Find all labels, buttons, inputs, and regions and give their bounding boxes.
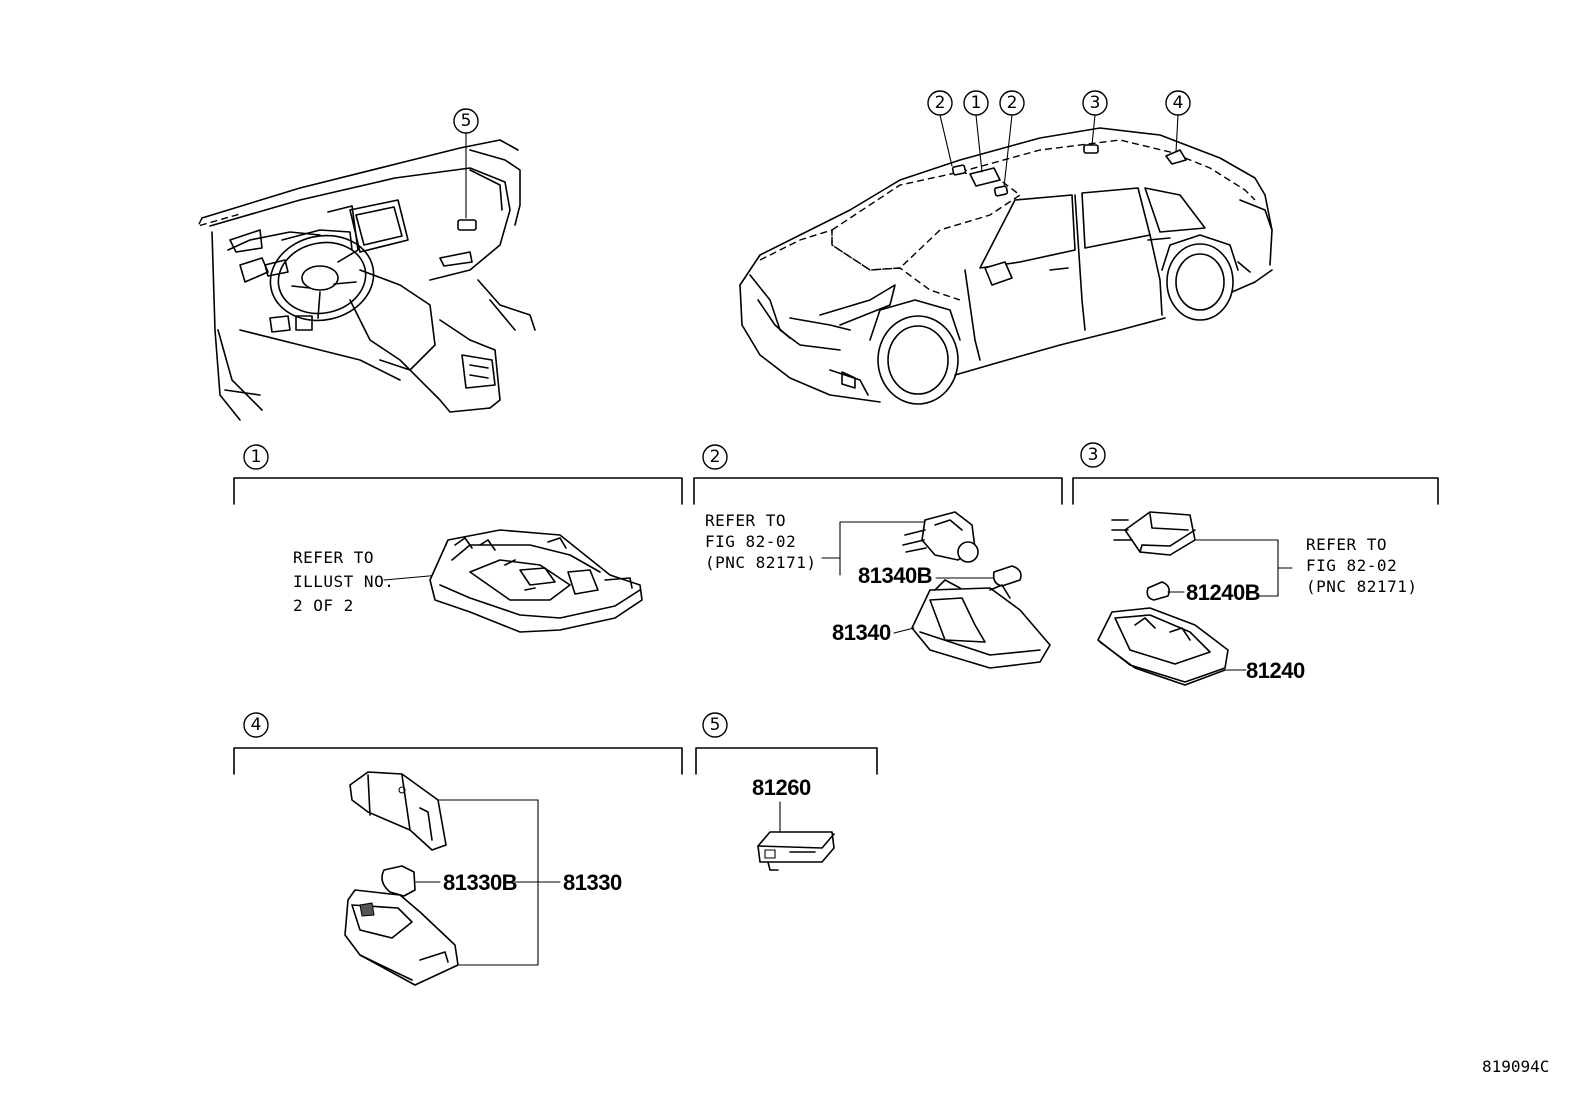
svg-text:FIG 82-02: FIG 82-02 xyxy=(1306,556,1397,575)
svg-text:81340B: 81340B xyxy=(858,563,932,588)
callout-5-interior: 5 xyxy=(453,108,479,219)
svg-text:81260: 81260 xyxy=(752,775,811,800)
svg-text:REFER TO: REFER TO xyxy=(705,511,786,530)
section-2-map-lamp: 2 REFER TO FIG 82-02 (PNC 82171) 81340B … xyxy=(693,444,1063,669)
callout-2-left: 2 xyxy=(927,90,953,167)
svg-text:81330: 81330 xyxy=(563,870,622,895)
svg-text:3: 3 xyxy=(1090,93,1101,113)
section-4-luggage-lamp: 4 81330B 81330 xyxy=(233,712,683,986)
svg-text:ILLUST NO.: ILLUST NO. xyxy=(293,572,394,591)
svg-text:2 OF 2: 2 OF 2 xyxy=(293,596,354,615)
svg-text:81340: 81340 xyxy=(832,620,891,645)
luggage-lamp-housing xyxy=(344,889,459,986)
svg-text:5: 5 xyxy=(710,715,721,735)
svg-text:81330B: 81330B xyxy=(443,870,517,895)
bulb-81340b xyxy=(935,565,1022,587)
callout-2-right: 2 xyxy=(999,90,1025,188)
svg-text:4: 4 xyxy=(1173,93,1184,113)
svg-text:81240B: 81240B xyxy=(1186,580,1260,605)
map-lamp-housing-81340 xyxy=(911,579,1051,669)
svg-text:1: 1 xyxy=(251,447,262,467)
roof-console-lamp-assembly xyxy=(429,529,643,633)
room-lamp-housing-81240 xyxy=(1097,607,1229,686)
bulb-81330b xyxy=(381,865,441,897)
section-3-room-lamp: 3 REFER TO FIG 82-02 (PNC 82171) 81240B … xyxy=(1072,442,1439,686)
svg-text:5: 5 xyxy=(461,111,472,131)
bulb-81240b xyxy=(1146,581,1185,601)
callout-3: 3 xyxy=(1082,90,1108,146)
illustration-code: 819094C xyxy=(1482,1057,1549,1076)
svg-text:1: 1 xyxy=(971,93,982,113)
svg-text:(PNC 82171): (PNC 82171) xyxy=(705,553,816,572)
svg-text:2: 2 xyxy=(935,93,946,113)
svg-text:2: 2 xyxy=(1007,93,1018,113)
svg-text:81240: 81240 xyxy=(1246,658,1305,683)
callout-1: 1 xyxy=(963,90,989,173)
svg-text:REFER TO: REFER TO xyxy=(293,548,374,567)
section-1-roof-console-lamp: 1 REFER TO ILLUST NO. 2 OF 2 xyxy=(233,444,683,633)
svg-text:2: 2 xyxy=(710,447,721,467)
interior-dashboard-illustration xyxy=(197,139,536,421)
room-lamp-connector-module xyxy=(1111,511,1196,556)
luggage-lamp-cover xyxy=(349,771,447,851)
section-5-switch: 5 81260 xyxy=(695,712,878,871)
callout-4: 4 xyxy=(1165,90,1191,153)
svg-text:3: 3 xyxy=(1088,445,1099,465)
vehicle-illustration xyxy=(739,127,1273,405)
svg-text:REFER TO: REFER TO xyxy=(1306,535,1387,554)
switch-81260 xyxy=(757,831,835,871)
svg-text:4: 4 xyxy=(251,715,262,735)
svg-text:(PNC 82171): (PNC 82171) xyxy=(1306,577,1417,596)
svg-text:FIG 82-02: FIG 82-02 xyxy=(705,532,796,551)
lamp-socket-with-wire xyxy=(902,511,979,563)
